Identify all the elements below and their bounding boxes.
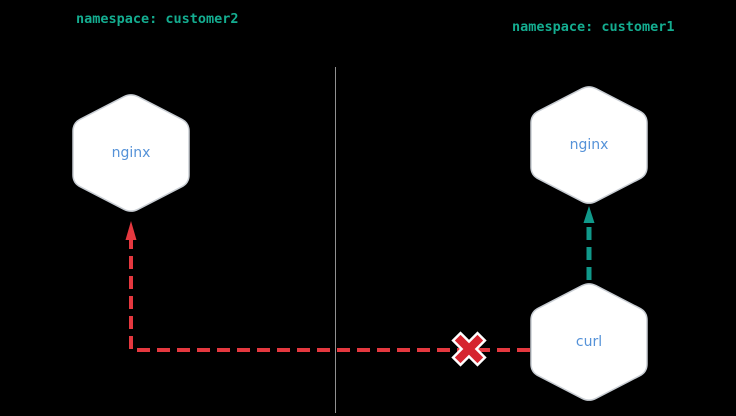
pod-label: curl: [575, 334, 603, 350]
hexagon-icon: [530, 283, 648, 401]
blocked-edge-arrowhead: [125, 221, 137, 240]
blocked-x-cross: [454, 334, 484, 364]
pod-curl-customer1: curl: [530, 282, 648, 402]
namespace-label-customer2: namespace: customer2: [76, 11, 239, 27]
pod-label: nginx: [569, 137, 609, 153]
blocked-edge-line: [129, 240, 530, 352]
pod-nginx-customer2: nginx: [72, 93, 190, 213]
allowed-edge-arrowhead: [583, 206, 595, 223]
hexagon-icon: [530, 86, 648, 204]
blocked-x-icon: [451, 331, 487, 367]
hexagon-icon: [72, 94, 190, 212]
pod-label: nginx: [111, 145, 151, 161]
pod-nginx-customer1: nginx: [530, 85, 648, 205]
namespace-label-customer1: namespace: customer1: [512, 19, 675, 35]
